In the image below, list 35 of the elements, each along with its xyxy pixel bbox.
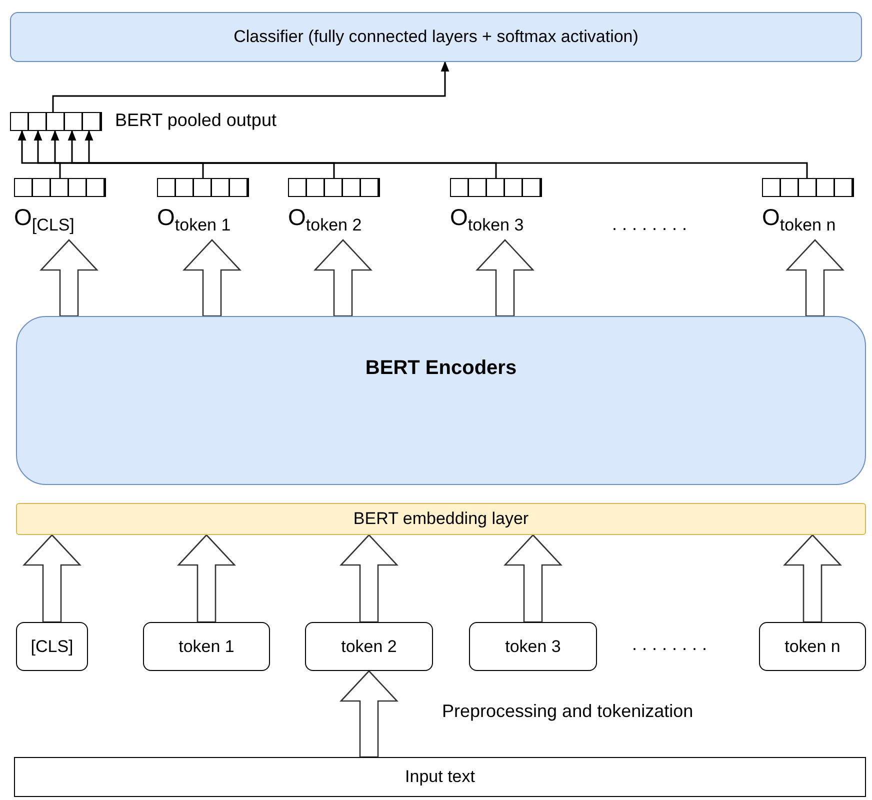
output-label: O$_{token 2}$ (288, 204, 362, 236)
ellipsis: ........ (612, 214, 692, 235)
block-arrow (504, 534, 562, 623)
arrow (84, 130, 808, 178)
output-label: O$_{token 1}$ (157, 204, 231, 236)
token-box: [CLS] (16, 622, 88, 671)
arrow (34, 130, 61, 178)
vector-label: BERT pooled output (115, 110, 276, 131)
encoder-box: BERT Encoders (16, 316, 866, 485)
token-box: token n (759, 622, 866, 671)
output-label: O$_{[CLS]}$ (14, 204, 74, 236)
arrow (18, 130, 204, 178)
embedding-layer-box: BERT embedding layer (16, 503, 866, 535)
block-arrow (314, 239, 372, 317)
block-arrow (340, 534, 398, 623)
block-arrow (340, 670, 398, 758)
block-arrow (40, 239, 98, 317)
edge-label: Preprocessing and tokenization (442, 701, 694, 722)
block-arrow (783, 534, 842, 623)
token-box: token 3 (469, 622, 597, 671)
block-arrow (182, 239, 242, 317)
output-label: O$_{token n}$ (762, 204, 836, 236)
block-arrow (22, 534, 82, 623)
block-arrow (476, 239, 534, 317)
input-text-box: Input text (14, 757, 866, 797)
token-box: token 1 (143, 622, 270, 671)
arrow (52, 60, 450, 112)
token-box: token 2 (305, 622, 433, 671)
ellipsis: ........ (632, 634, 712, 655)
output-label: O$_{token 3}$ (450, 204, 524, 236)
arrow (50, 130, 335, 178)
classifier-box: Classifier (fully connected layers + softmax activation) (10, 12, 862, 62)
block-arrow (177, 534, 236, 623)
arrow (68, 130, 497, 178)
block-arrow (786, 239, 844, 317)
